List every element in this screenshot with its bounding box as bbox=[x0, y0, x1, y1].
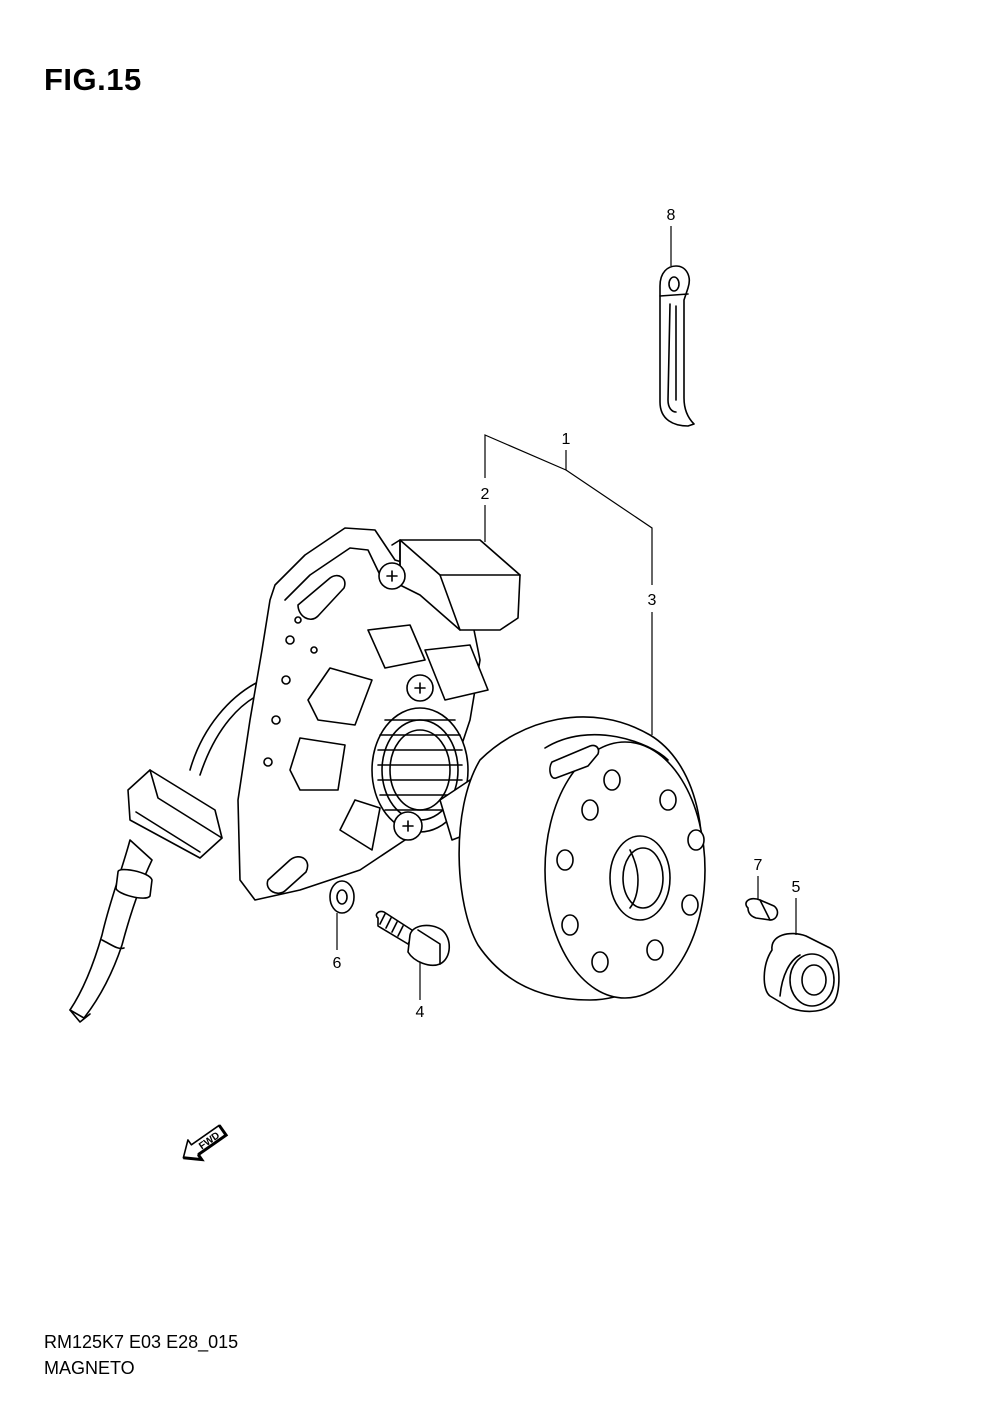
callout-1: 1 bbox=[562, 431, 571, 448]
fwd-arrow-icon: FWD bbox=[182, 1124, 229, 1162]
bolt bbox=[375, 910, 451, 967]
callout-3: 3 bbox=[648, 592, 657, 609]
rotor-flywheel bbox=[458, 716, 706, 1001]
callout-4: 4 bbox=[416, 1004, 425, 1021]
stator-assembly bbox=[69, 527, 521, 1023]
nut bbox=[763, 932, 840, 1013]
callout-2: 2 bbox=[481, 486, 490, 503]
callout-5: 5 bbox=[792, 879, 801, 896]
figure-title: FIG.15 bbox=[44, 62, 142, 97]
key bbox=[745, 897, 779, 921]
leader-lines bbox=[336, 226, 797, 1000]
washer bbox=[329, 880, 355, 914]
callout-7: 7 bbox=[754, 857, 763, 874]
rotor-holder-tool bbox=[659, 265, 695, 427]
model-code: RM125K7 E03 E28_015 bbox=[44, 1332, 239, 1352]
callout-8: 8 bbox=[667, 207, 676, 224]
section-name: MAGNETO bbox=[44, 1358, 135, 1378]
callout-6: 6 bbox=[333, 955, 342, 972]
